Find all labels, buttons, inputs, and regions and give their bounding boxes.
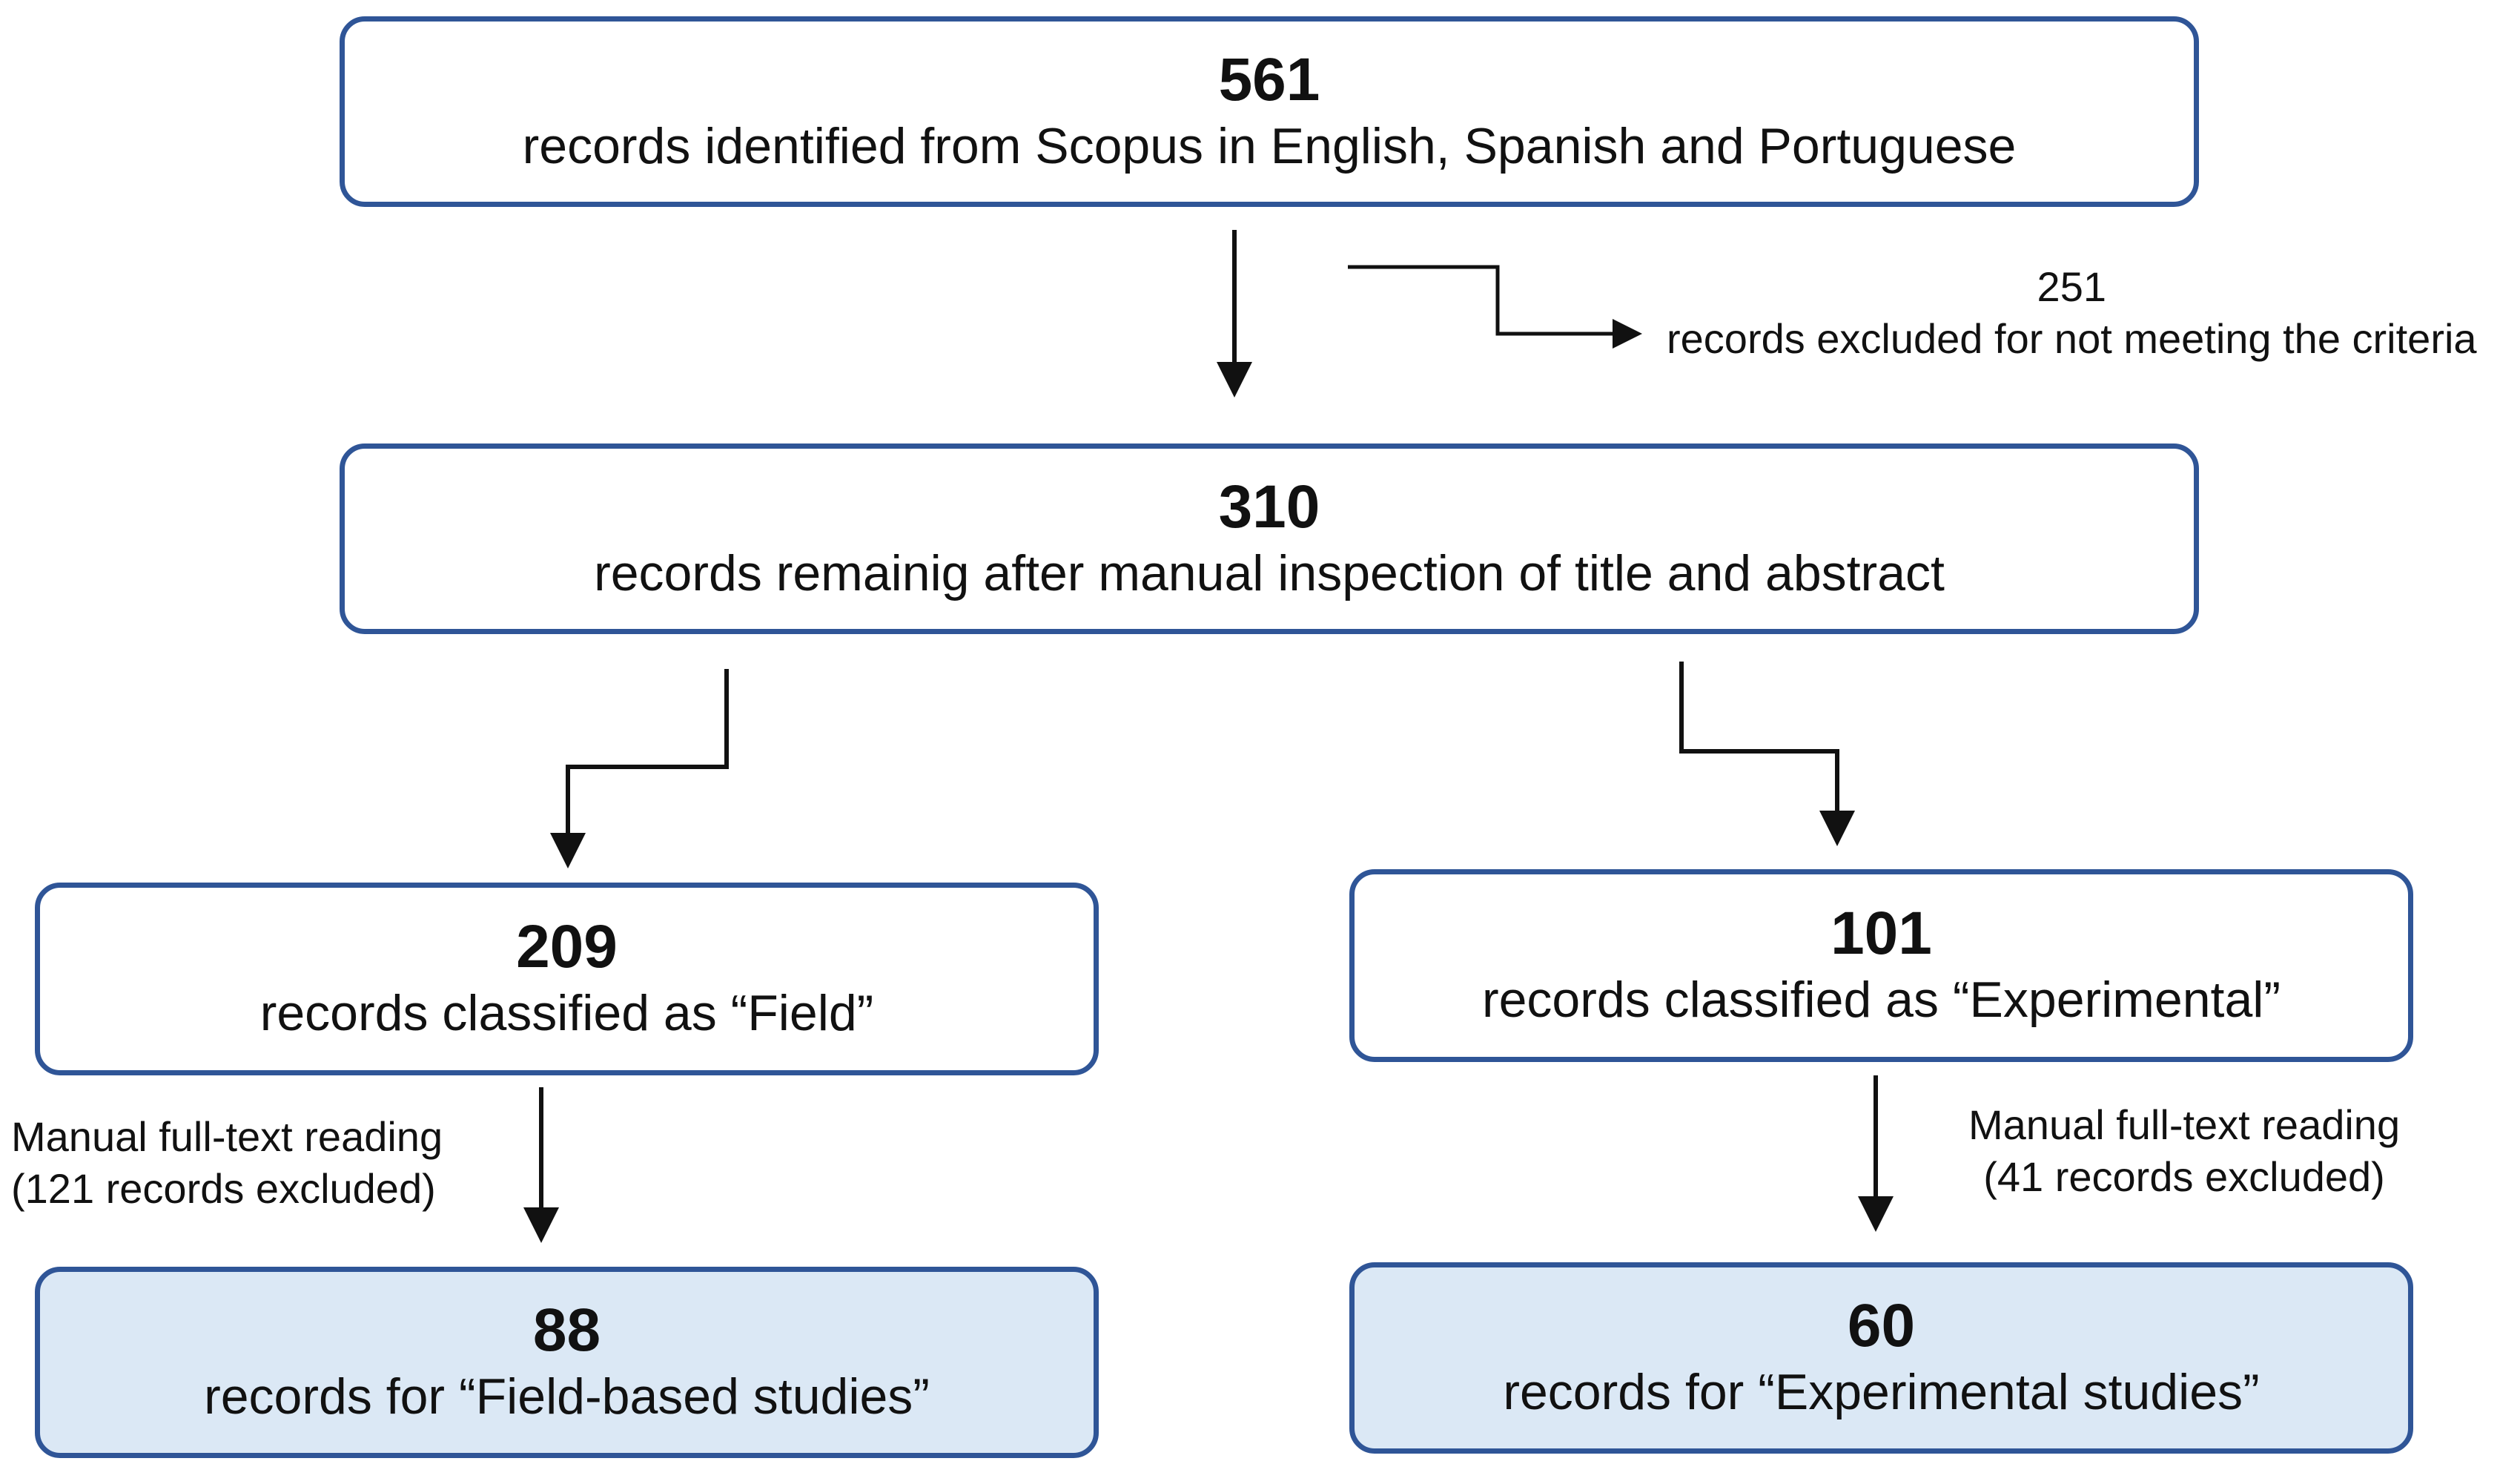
box-field-final: 88 records for “Field-based studies” [35, 1267, 1099, 1458]
experimental-reading-line1: Manual full-text reading [1968, 1101, 2401, 1148]
box-experimental: 101 records classified as “Experimental” [1349, 869, 2413, 1062]
box-remaining: 310 records remainig after manual inspec… [340, 444, 2199, 634]
box-field: 209 records classified as “Field” [35, 883, 1099, 1075]
field-reading-note: Manual full-text reading (121 records ex… [11, 1111, 443, 1215]
experimental-final-text: records for “Experimental studies” [1503, 1364, 2260, 1420]
identified-count: 561 [1218, 45, 1320, 113]
arrow-to-excluded-criteria [1348, 265, 1642, 349]
experimental-text: records classified as “Experimental” [1481, 972, 2281, 1028]
field-reading-line1: Manual full-text reading [11, 1113, 443, 1160]
remaining-count: 310 [1218, 472, 1320, 541]
experimental-reading-line2: (41 records excluded) [1983, 1153, 2385, 1200]
excluded-criteria-count: 251 [2037, 263, 2106, 310]
field-final-count: 88 [532, 1296, 601, 1364]
field-text: records classified as “Field” [259, 985, 874, 1041]
field-reading-line2: (121 records excluded) [11, 1165, 436, 1212]
field-count: 209 [516, 913, 618, 980]
excluded-criteria-note: 251 records excluded for not meeting the… [1667, 261, 2477, 365]
box-experimental-final: 60 records for “Experimental studies” [1349, 1262, 2413, 1454]
arrow-remaining-to-field [550, 669, 729, 868]
arrow-remaining-to-experimental [1679, 662, 1855, 846]
identified-text: records identified from Scopus in Englis… [522, 117, 2017, 174]
excluded-criteria-text: records excluded for not meeting the cri… [1667, 315, 2477, 362]
box-identified: 561 records identified from Scopus in En… [340, 16, 2199, 207]
experimental-final-count: 60 [1847, 1292, 1916, 1359]
experimental-reading-note: Manual full-text reading (41 records exc… [1968, 1099, 2400, 1203]
remaining-text: records remainig after manual inspection… [594, 544, 1945, 601]
experimental-count: 101 [1831, 900, 1932, 967]
field-final-text: records for “Field-based studies” [204, 1368, 930, 1425]
